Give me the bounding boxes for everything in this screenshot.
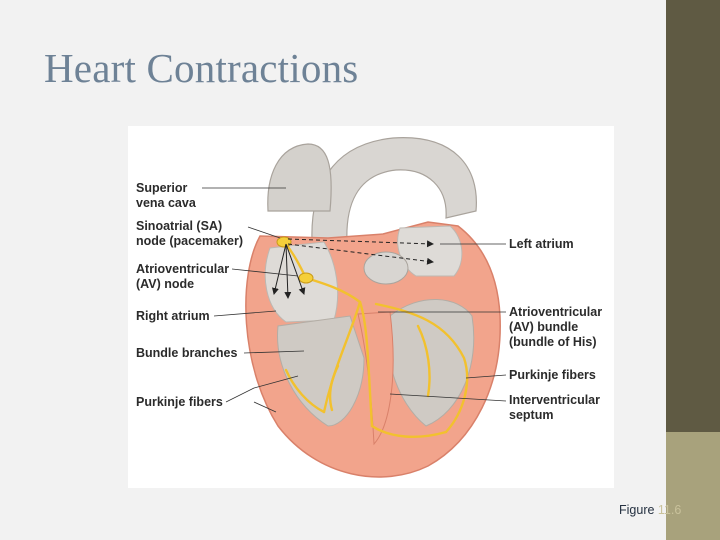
label-purkinje-fibers-left: Purkinje fibers <box>136 395 223 409</box>
sidebar-accent-light <box>666 432 720 540</box>
label-sa-node: Sinoatrial (SA) node (pacemaker) <box>136 219 243 248</box>
caption-number: 11.6 <box>657 503 682 517</box>
label-av-node: Atrioventricular (AV) node <box>136 262 230 291</box>
label-right-atrium: Right atrium <box>136 309 210 323</box>
aorta-arch <box>267 137 477 257</box>
label-superior-vena-cava: Superior vena cava <box>136 181 196 210</box>
figure-caption: Figure 11.6 <box>619 503 681 517</box>
leader-lines <box>202 187 507 413</box>
av-node <box>298 272 314 284</box>
heart-conduction-diagram <box>202 137 507 478</box>
label-interventricular-septum: Interventricular septum <box>509 393 601 422</box>
sidebar-accent-dark <box>666 0 720 432</box>
sa-node <box>276 236 292 248</box>
label-left-atrium: Left atrium <box>509 237 574 251</box>
label-av-bundle: Atrioventricular (AV) bundle (bundle of … <box>509 305 603 349</box>
slide-title: Heart Contractions <box>44 45 359 91</box>
label-purkinje-fibers-right: Purkinje fibers <box>509 368 596 382</box>
impulse-arrows <box>271 238 434 299</box>
caption-prefix: Figure <box>619 503 658 517</box>
label-bundle-branches: Bundle branches <box>136 346 238 360</box>
